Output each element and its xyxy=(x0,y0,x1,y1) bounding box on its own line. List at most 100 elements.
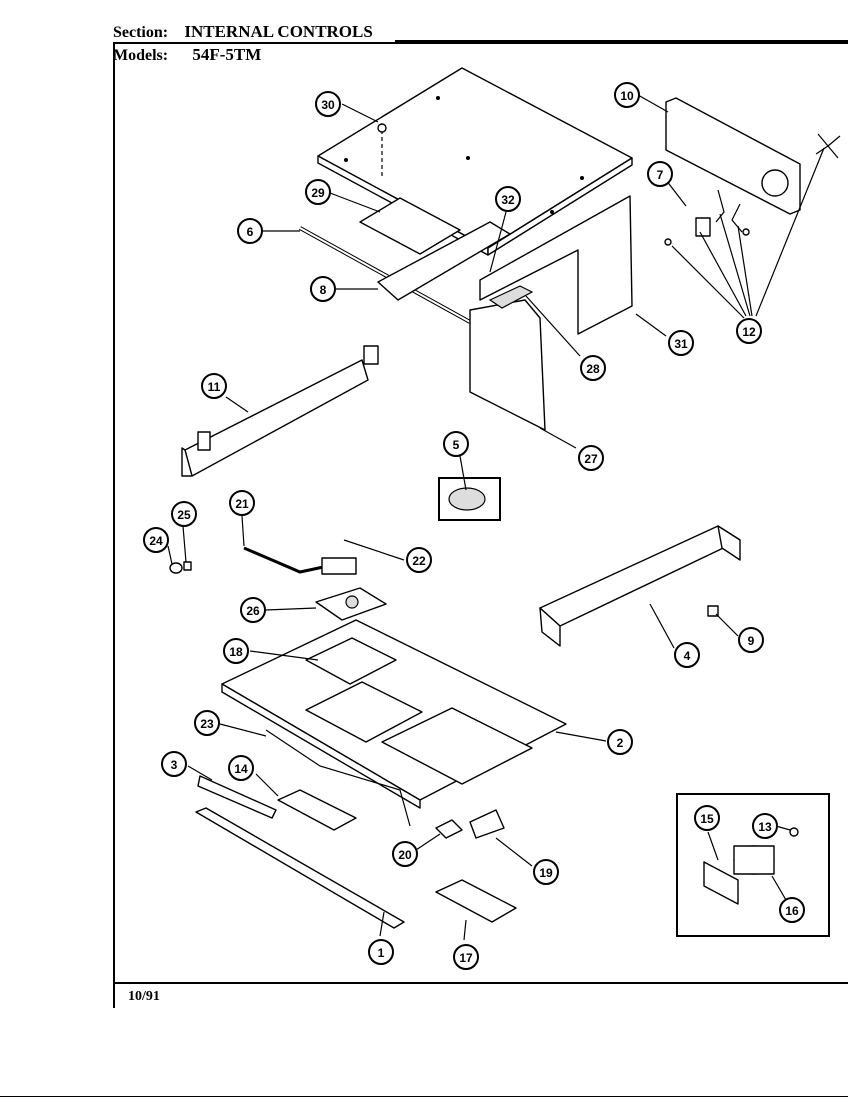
callout-21: 21 xyxy=(229,490,255,516)
callout-2: 2 xyxy=(607,729,633,755)
callout-label: 18 xyxy=(229,645,243,659)
part-17-bracket xyxy=(435,879,517,923)
callout-label: 12 xyxy=(742,325,756,339)
callout-label: 9 xyxy=(748,634,755,648)
callout-29: 29 xyxy=(305,179,331,205)
callout-label: 19 xyxy=(539,866,553,880)
part-26-control xyxy=(315,587,387,621)
callout-label: 22 xyxy=(412,554,426,568)
part-25-clip xyxy=(183,561,192,571)
callout-14: 14 xyxy=(228,755,254,781)
leader-lines xyxy=(167,94,825,941)
callout-17: 17 xyxy=(453,944,479,970)
callout-label: 27 xyxy=(584,452,598,466)
callout-5: 5 xyxy=(443,431,469,457)
callout-label: 1 xyxy=(378,946,385,960)
callout-22: 22 xyxy=(406,547,432,573)
callout-label: 26 xyxy=(246,604,260,618)
part-14-bracket xyxy=(277,789,357,831)
part-19-switch xyxy=(469,809,505,839)
callout-label: 15 xyxy=(700,812,714,826)
callout-label: 28 xyxy=(586,362,600,376)
part-11-rail xyxy=(181,345,379,477)
callout-28: 28 xyxy=(580,355,606,381)
callout-label: 8 xyxy=(320,283,327,297)
callout-11: 11 xyxy=(201,373,227,399)
callout-18: 18 xyxy=(223,638,249,664)
callout-label: 31 xyxy=(674,337,688,351)
callout-label: 20 xyxy=(398,848,412,862)
header-rule xyxy=(395,40,848,42)
callout-label: 16 xyxy=(785,904,799,918)
part-23-wire xyxy=(265,729,411,827)
callout-20: 20 xyxy=(392,841,418,867)
callout-label: 25 xyxy=(177,508,191,522)
section-key: Section: xyxy=(113,24,169,41)
part-18-bracket xyxy=(305,637,397,685)
callout-label: 21 xyxy=(235,497,249,511)
callout-7: 7 xyxy=(647,161,673,187)
callout-31: 31 xyxy=(668,330,694,356)
callout-label: 2 xyxy=(617,736,624,750)
models-key: Models: xyxy=(113,47,169,64)
part-5-box xyxy=(438,477,501,521)
callout-15: 15 xyxy=(694,805,720,831)
callout-label: 5 xyxy=(453,438,460,452)
callout-26: 26 xyxy=(240,597,266,623)
callout-label: 24 xyxy=(149,534,163,548)
part-9-clip xyxy=(707,605,719,617)
page-bottom-rule xyxy=(0,1096,848,1097)
callout-9: 9 xyxy=(738,627,764,653)
models-value: 54F-5TM xyxy=(192,45,262,64)
callout-10: 10 xyxy=(614,82,640,108)
callout-16: 16 xyxy=(779,897,805,923)
callout-6: 6 xyxy=(237,218,263,244)
part-27-cover xyxy=(469,299,546,431)
callout-label: 23 xyxy=(200,717,214,731)
callout-label: 3 xyxy=(171,758,178,772)
callout-label: 4 xyxy=(684,649,691,663)
callout-label: 14 xyxy=(234,762,248,776)
callout-19: 19 xyxy=(533,859,559,885)
callout-label: 30 xyxy=(321,98,335,112)
callout-27: 27 xyxy=(578,445,604,471)
diagram-frame xyxy=(113,42,848,1008)
callout-label: 29 xyxy=(311,186,325,200)
part-21-rod xyxy=(243,546,357,575)
part-12-switch-parts xyxy=(664,189,750,246)
callout-32: 32 xyxy=(495,186,521,212)
callout-label: 11 xyxy=(208,380,221,394)
part-31-side-panel xyxy=(479,195,633,335)
part-24-cap xyxy=(169,562,183,574)
section-value: INTERNAL CONTROLS xyxy=(184,22,373,41)
part-29-plate xyxy=(359,197,461,255)
callout-8: 8 xyxy=(310,276,336,302)
callout-25: 25 xyxy=(171,501,197,527)
part-2-bottom-plate xyxy=(221,619,567,809)
callout-30: 30 xyxy=(315,91,341,117)
footer-date: 10/91 xyxy=(128,989,160,1004)
part-8-bracket xyxy=(377,221,511,301)
part-28-channel xyxy=(488,285,534,309)
callout-label: 10 xyxy=(620,89,634,103)
callout-4: 4 xyxy=(674,642,700,668)
footer-rule xyxy=(113,982,848,984)
callout-13: 13 xyxy=(752,813,778,839)
callout-label: 6 xyxy=(247,225,254,239)
callout-24: 24 xyxy=(143,527,169,553)
callout-label: 7 xyxy=(657,168,664,182)
callout-23: 23 xyxy=(194,710,220,736)
part-1-long-strip xyxy=(195,807,405,929)
callout-label: 17 xyxy=(459,951,473,965)
part-20-bracket xyxy=(435,819,463,839)
callout-12: 12 xyxy=(736,318,762,344)
callout-3: 3 xyxy=(161,751,187,777)
part-4-rail xyxy=(539,525,741,647)
callout-label: 13 xyxy=(758,820,772,834)
part-3-strip xyxy=(197,775,277,819)
part-10-fan-bracket xyxy=(665,97,841,215)
callout-1: 1 xyxy=(368,939,394,965)
part-6-rod xyxy=(299,226,471,324)
